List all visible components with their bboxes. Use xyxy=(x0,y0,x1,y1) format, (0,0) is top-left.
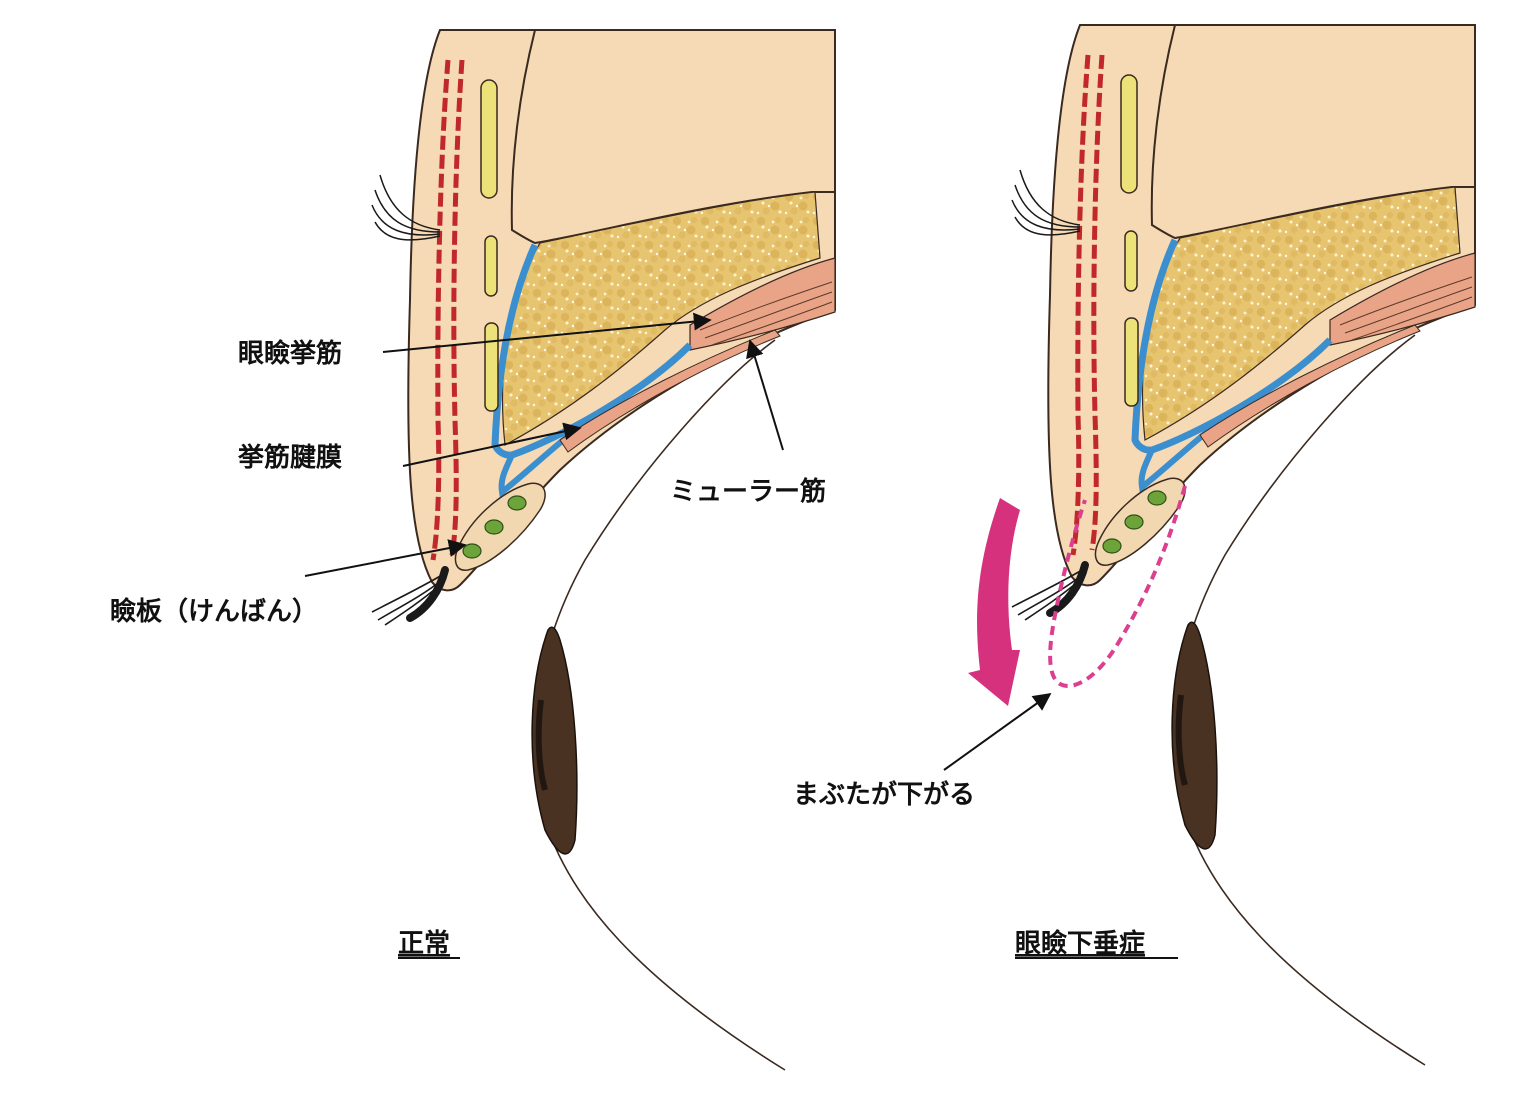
leader-tarsus xyxy=(304,539,467,577)
lid-cross-section-ptosis xyxy=(1012,25,1475,620)
label-muller-muscle: ミューラー筋 xyxy=(670,476,826,507)
caption-normal: 正常 xyxy=(398,929,450,959)
ptosis-eyelid-illustration xyxy=(1012,25,1475,1065)
leader-levator-aponeurosis xyxy=(402,422,582,467)
leader-eyelid-droops xyxy=(943,692,1052,771)
label-eyelid-droops: まぶたが下がる xyxy=(793,779,975,810)
caption-ptosis: 眼瞼下垂症 xyxy=(1015,928,1145,959)
droop-arrow xyxy=(968,498,1020,706)
label-tarsus: 瞼板（けんばん） xyxy=(110,596,318,627)
lid-cross-section-normal xyxy=(372,30,835,625)
drooped-lid-outline xyxy=(1048,485,1187,688)
leader-levator-muscle xyxy=(382,312,712,353)
label-levator-muscle: 眼瞼挙筋 xyxy=(238,338,342,369)
label-levator-aponeurosis: 挙筋腱膜 xyxy=(237,442,342,473)
leader-muller-muscle xyxy=(746,339,784,451)
